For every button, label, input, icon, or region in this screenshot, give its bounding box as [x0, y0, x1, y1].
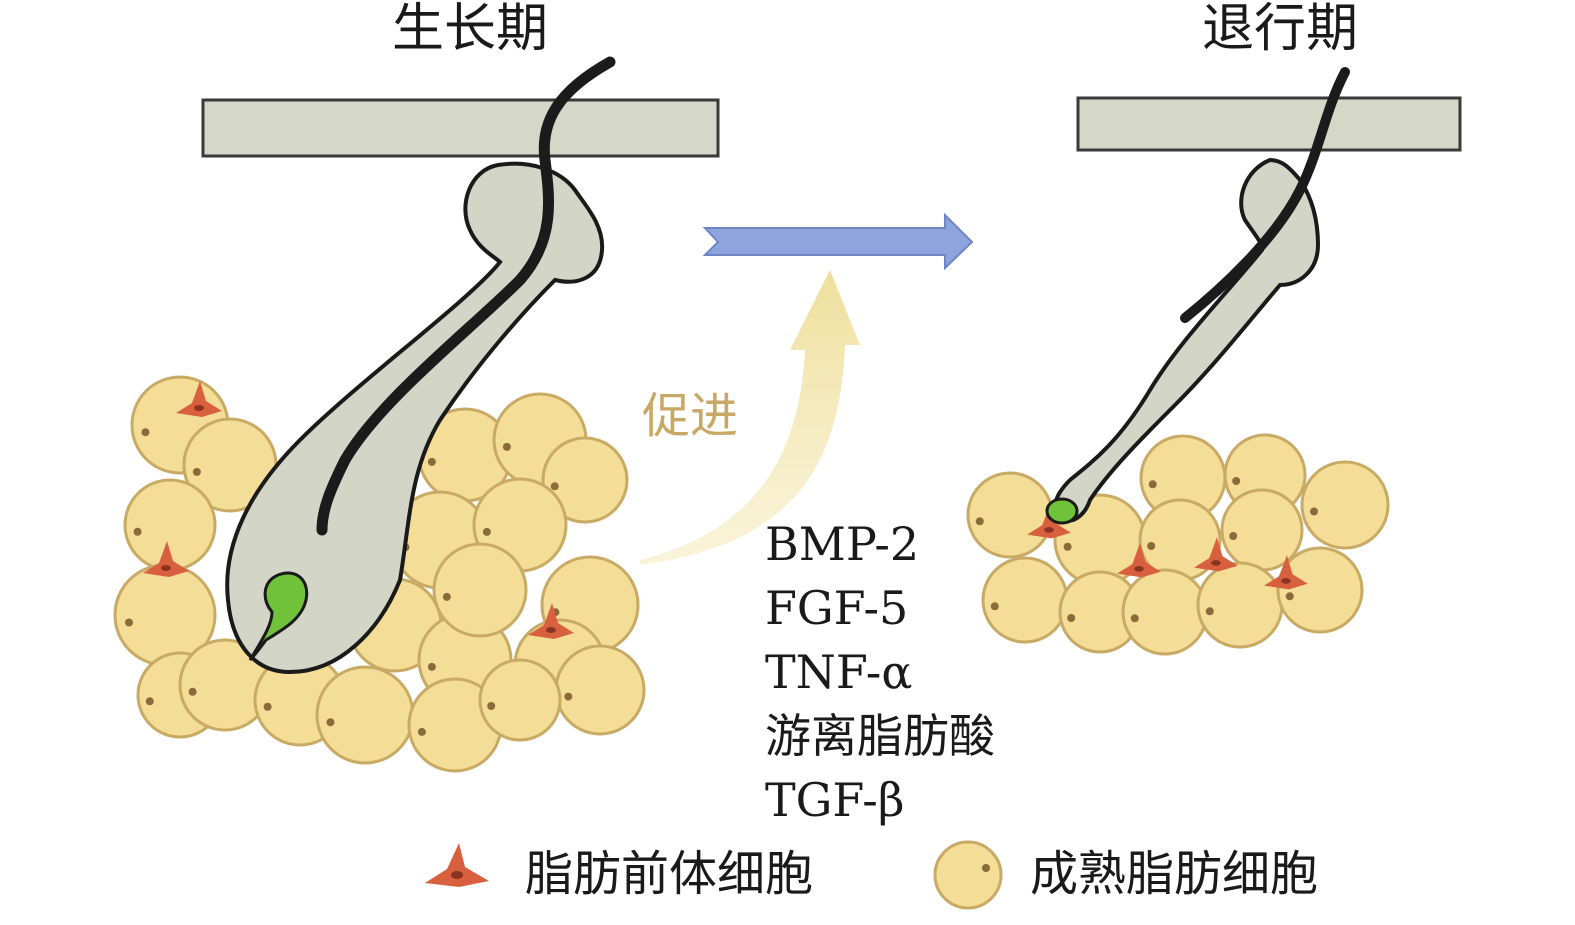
- factor-item: TNF-α: [765, 645, 912, 699]
- catagen-dermal-papilla: [1045, 497, 1079, 525]
- preadipocyte-cell: [176, 381, 222, 417]
- preadipocyte-cell: [1194, 537, 1238, 572]
- adipocyte-cell: [554, 644, 646, 736]
- adipocyte-legend-icon: [933, 840, 1003, 910]
- adipocyte-cell: [432, 542, 528, 638]
- preadipocyte-legend-label: 脂肪前体细胞: [525, 846, 813, 902]
- anagen-dermal-papilla: [248, 571, 309, 662]
- adipocyte-cell: [1121, 568, 1209, 656]
- preadipocyte-legend-icon: [425, 843, 489, 887]
- factor-item: 游离脂肪酸: [765, 709, 995, 763]
- adipocyte-cell: [407, 677, 503, 773]
- catagen-fat-cluster: [966, 433, 1390, 656]
- preadipocyte-cell: [143, 541, 189, 577]
- promote-arrow: [640, 270, 860, 565]
- adipocyte-cell: [1196, 561, 1284, 649]
- adipocyte-cell: [123, 478, 217, 572]
- adipocyte-cell: [981, 556, 1069, 644]
- preadipocyte-cell: [1264, 555, 1308, 590]
- anagen-hair-shaft: [316, 56, 616, 536]
- preadipocyte-cell: [1117, 543, 1161, 578]
- adipocyte-cell: [966, 471, 1054, 559]
- adipocyte-cell: [1220, 488, 1304, 572]
- catagen-skin-surface: [1076, 96, 1462, 152]
- adipocyte-cell: [478, 658, 562, 742]
- factor-item: FGF-5: [765, 581, 908, 635]
- catagen-hair-shaft: [1180, 67, 1350, 323]
- preadipocyte-cell: [528, 603, 574, 639]
- factor-item: BMP-2: [765, 517, 919, 571]
- adipocyte-cell: [315, 665, 415, 765]
- anagen-panel: [113, 56, 720, 773]
- transition-arrow: [702, 212, 974, 271]
- adipocyte-cell: [1300, 460, 1390, 550]
- preadipocyte-cell: [1027, 504, 1071, 539]
- mature-adipocyte-legend-label: 成熟脂肪细胞: [1030, 846, 1318, 902]
- legend: 脂肪前体细胞 成熟脂肪细胞: [425, 840, 1318, 910]
- catagen-title: 退行期: [1202, 0, 1358, 59]
- anagen-title: 生长期: [392, 0, 548, 59]
- catagen-panel: [966, 67, 1462, 656]
- anagen-skin-surface: [201, 98, 720, 158]
- adipocyte-cell: [1276, 546, 1364, 634]
- adipocyte-cell: [541, 436, 629, 524]
- promote-label: 促进: [642, 388, 738, 444]
- factor-item: TGF-β: [765, 773, 904, 827]
